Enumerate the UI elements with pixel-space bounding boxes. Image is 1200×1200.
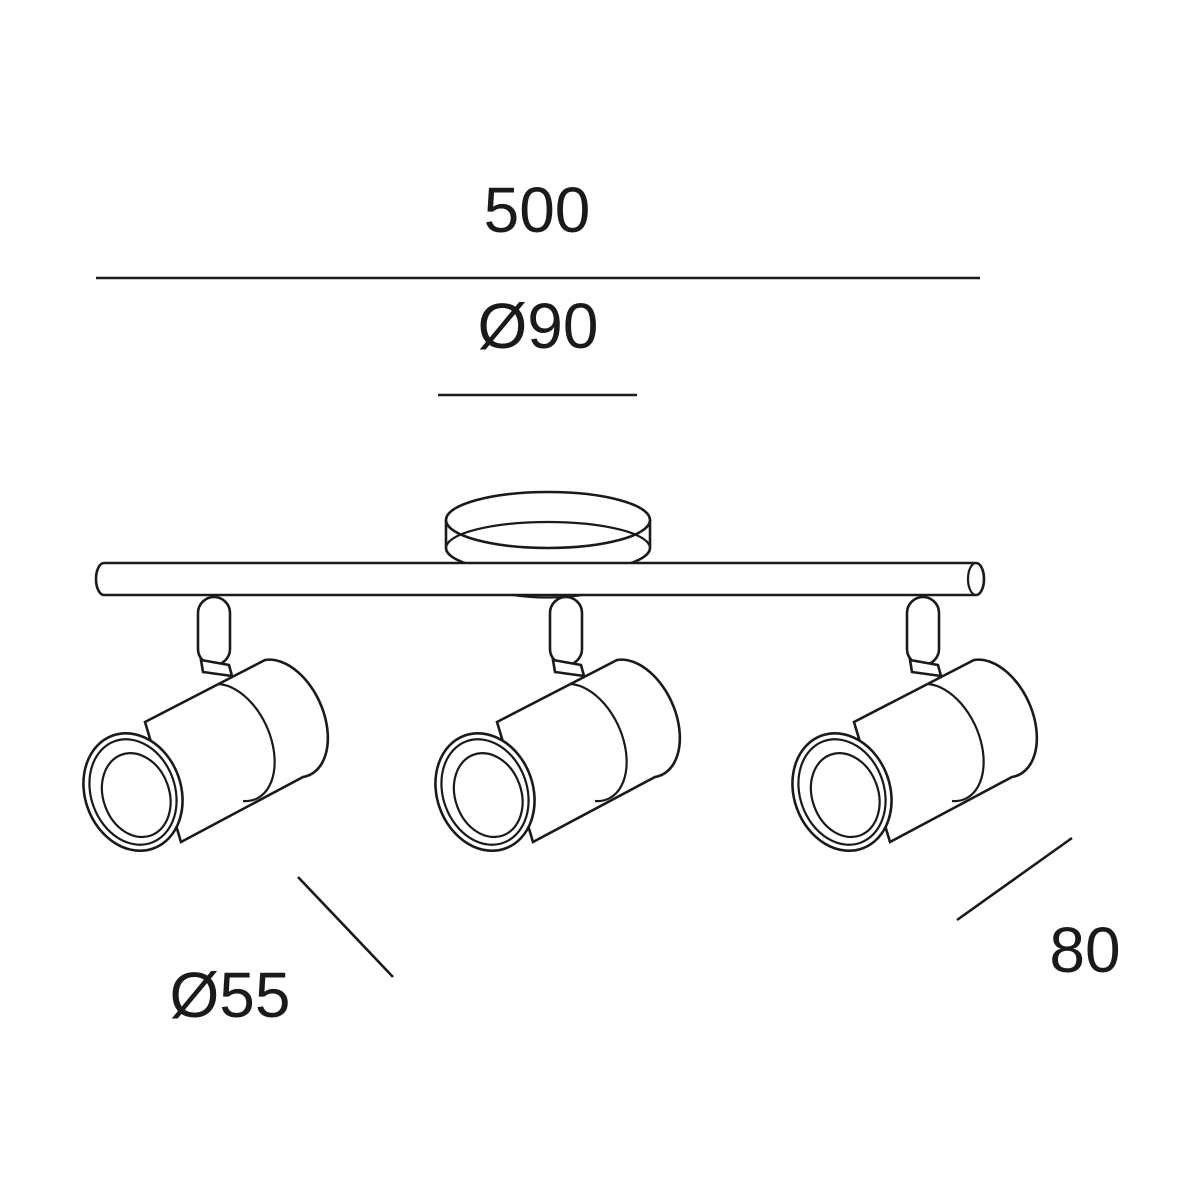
spot-depth-label: 80 (1049, 914, 1120, 986)
dimension-lines (96, 276, 1073, 978)
spotlight-center (418, 595, 682, 867)
spot-depth-leader (956, 836, 1073, 922)
track-bar (94, 561, 986, 597)
ceiling-canopy (444, 490, 652, 599)
spotlight-right (775, 595, 1039, 867)
spot-diameter-leader (297, 876, 394, 978)
spot-diameter-label: Ø55 (170, 959, 291, 1031)
length-label: 500 (484, 174, 591, 246)
spotlight-left (66, 595, 330, 867)
canopy-diameter-label: Ø90 (478, 290, 599, 362)
